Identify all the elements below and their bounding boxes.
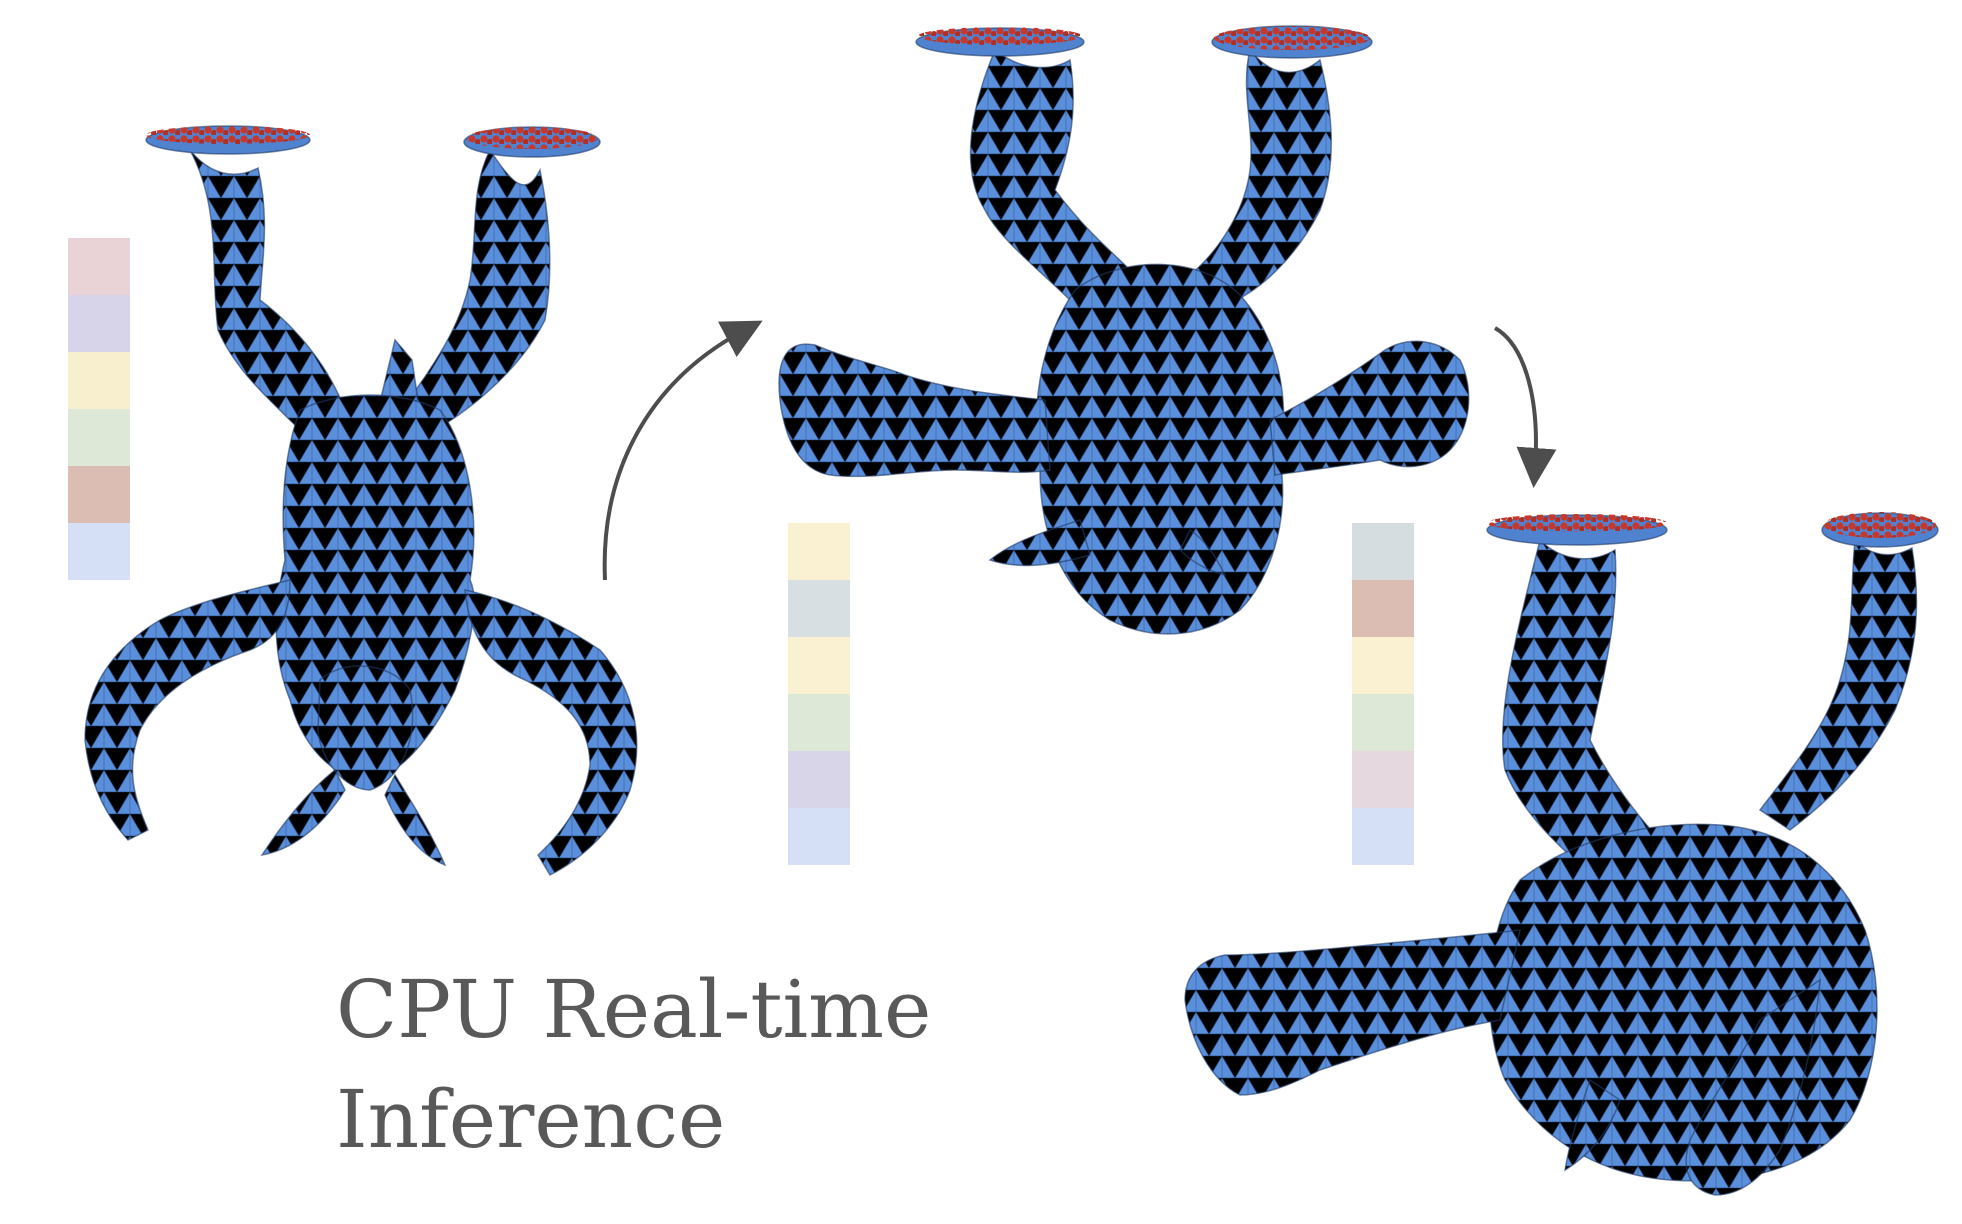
palette-1-swatch-4 bbox=[68, 409, 130, 466]
pose-3-ear bbox=[1563, 1078, 1621, 1172]
palette-3-swatch-6 bbox=[1352, 808, 1414, 865]
transition-arrow-2 bbox=[1493, 326, 1557, 488]
palette-2-swatch-4 bbox=[788, 694, 850, 751]
palette-1-swatch-3 bbox=[68, 352, 130, 409]
pose-3-torso bbox=[1488, 823, 1878, 1182]
pose-2-left-ear bbox=[988, 519, 1091, 567]
palette-3-swatch-5 bbox=[1352, 751, 1414, 808]
pose-1-left-ear bbox=[260, 768, 346, 857]
pose-2-torso bbox=[1035, 263, 1285, 635]
pose-1-right-leg bbox=[403, 148, 551, 431]
pose-2-right-arm bbox=[1269, 340, 1470, 476]
palette-1-swatch-1 bbox=[68, 238, 130, 295]
pose-2-mesh-figure bbox=[778, 25, 1470, 635]
palette-1-swatch-6 bbox=[68, 523, 130, 580]
pose-1-left-foot-anchors bbox=[146, 126, 310, 144]
palette-2-swatch-3 bbox=[788, 637, 850, 694]
color-palette-3 bbox=[1352, 523, 1414, 865]
pose-1-right-ear bbox=[384, 773, 447, 867]
pose-3-left-arm bbox=[1184, 929, 1521, 1096]
pose-3-right-leg bbox=[1758, 538, 1918, 831]
pose-1-right-foot-anchors bbox=[466, 127, 598, 149]
pose-2-right-foot-anchors bbox=[1214, 26, 1370, 50]
palette-2-swatch-2 bbox=[788, 580, 850, 637]
caption-line-1: CPU Real-time bbox=[336, 963, 932, 1056]
pose-2-left-arm bbox=[778, 343, 1051, 478]
pose-1-right-arm bbox=[464, 589, 638, 876]
palette-3-swatch-1 bbox=[1352, 523, 1414, 580]
palette-3-swatch-3 bbox=[1352, 637, 1414, 694]
pose-1-left-arm bbox=[84, 579, 291, 841]
pose-3-right-foot-anchors bbox=[1824, 512, 1936, 538]
palette-1-swatch-5 bbox=[68, 466, 130, 523]
pose-2-left-foot-anchors bbox=[918, 27, 1082, 45]
pose-3-mesh-figure bbox=[1184, 512, 1939, 1196]
pose-3-left-leg bbox=[1502, 538, 1667, 881]
palette-1-swatch-2 bbox=[68, 295, 130, 352]
pose-1-head bbox=[317, 665, 414, 791]
pose-2-anchor-points bbox=[918, 26, 1370, 50]
palette-3-swatch-4 bbox=[1352, 694, 1414, 751]
caption-line-2: Inference bbox=[336, 1073, 726, 1166]
caption: CPU Real-time Inference bbox=[336, 955, 936, 1175]
pose-1-mesh-figure bbox=[84, 125, 638, 876]
pose-1-anchor-points bbox=[146, 126, 598, 149]
pose-3-left-foot-anchors bbox=[1487, 514, 1667, 532]
pose-2-right-ear bbox=[1179, 528, 1227, 577]
pose-3-anchor-points bbox=[1487, 512, 1936, 538]
palette-2-swatch-6 bbox=[788, 808, 850, 865]
palette-2-swatch-1 bbox=[788, 523, 850, 580]
pose-3-right-arm bbox=[1685, 978, 1821, 1196]
color-palette-1 bbox=[68, 238, 130, 580]
color-palette-2 bbox=[788, 523, 850, 865]
pose-1-left-leg bbox=[189, 149, 346, 431]
pose-2-left-leg bbox=[969, 48, 1132, 306]
pose-2-right-leg bbox=[1188, 48, 1332, 306]
palette-2-swatch-5 bbox=[788, 751, 850, 808]
transition-arrow-1 bbox=[602, 320, 763, 581]
palette-3-swatch-2 bbox=[1352, 580, 1414, 637]
